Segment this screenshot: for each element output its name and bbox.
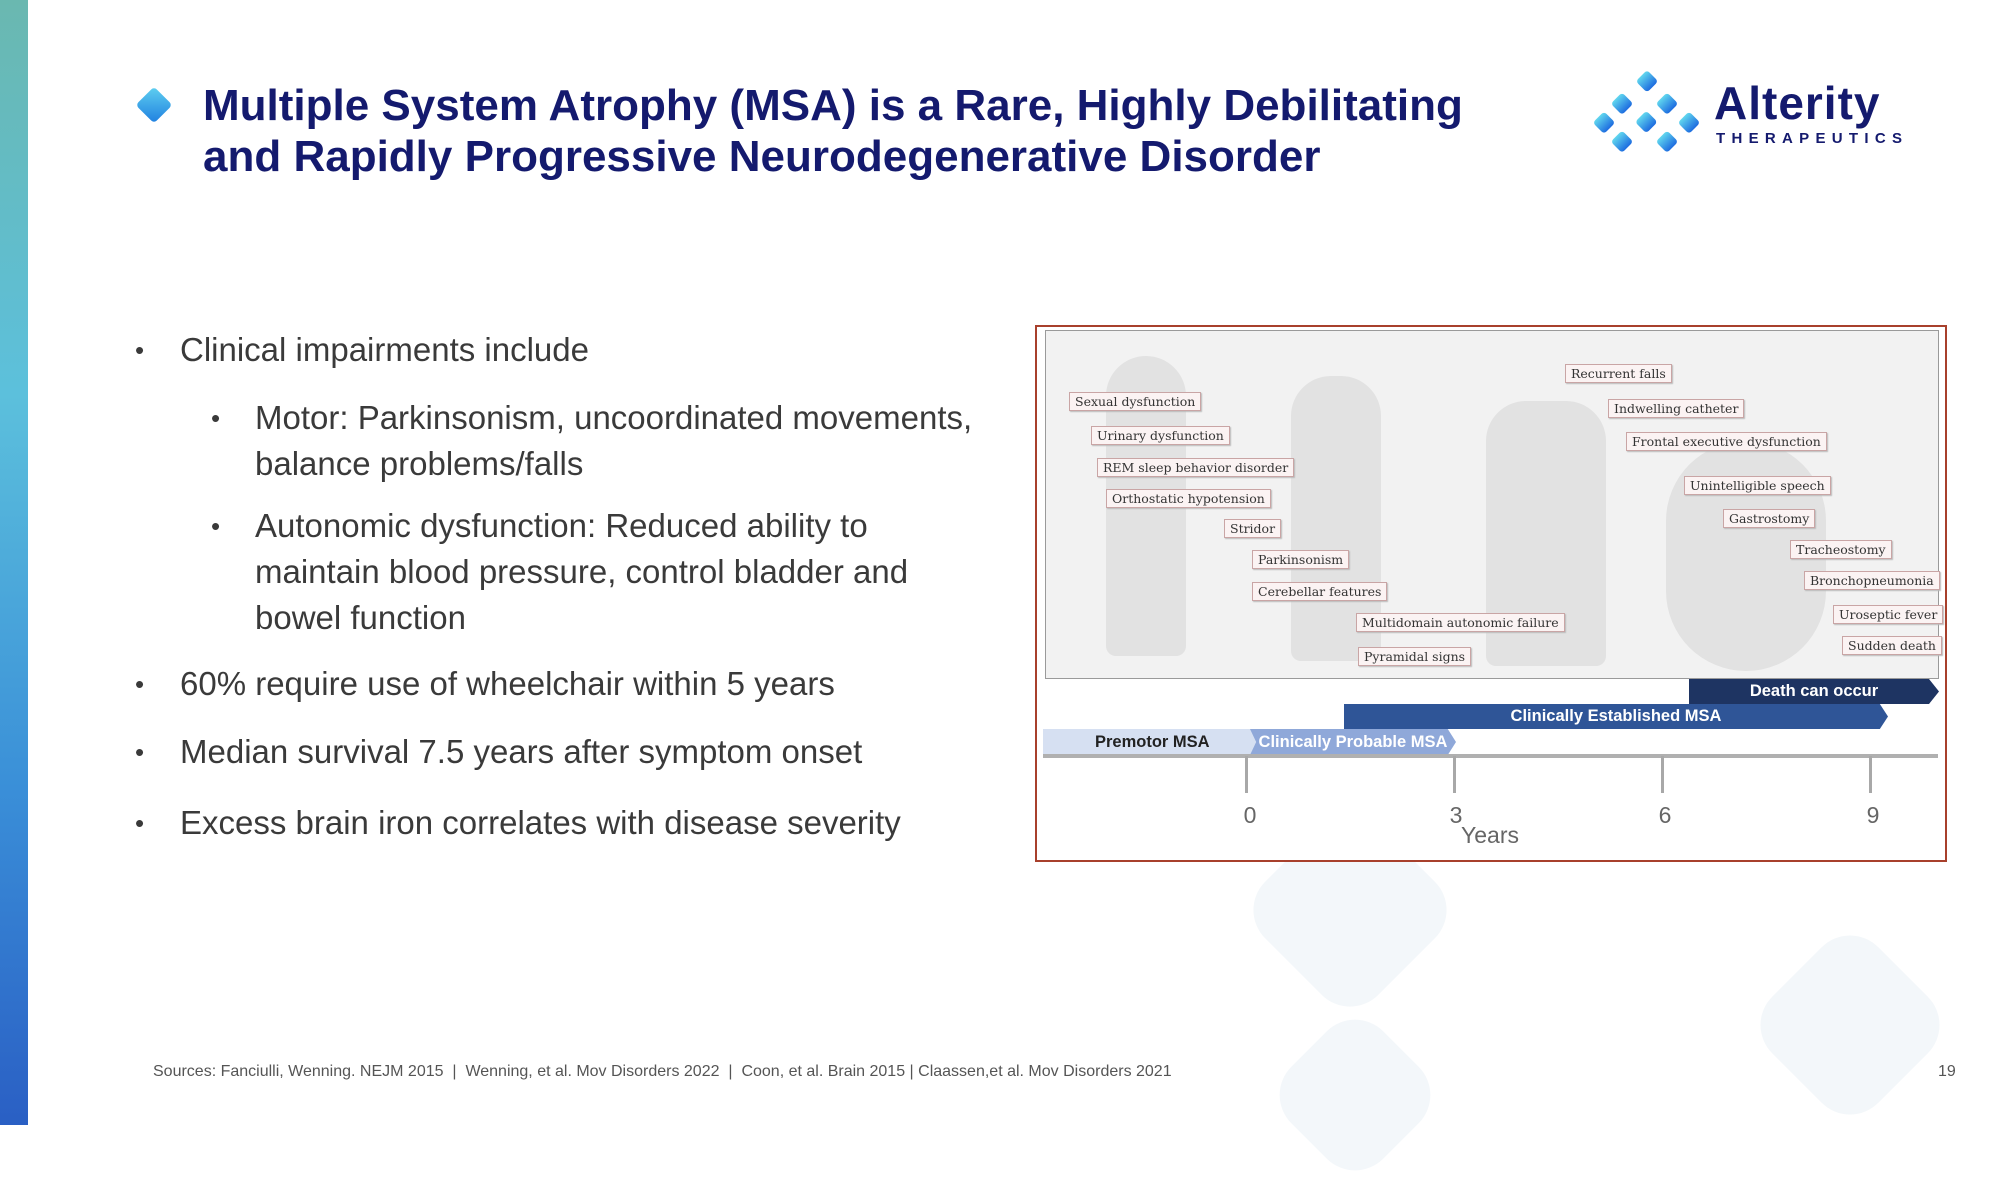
symptom-label: Indwelling catheter <box>1608 399 1745 418</box>
symptom-label: Tracheostomy <box>1790 540 1892 559</box>
sub-bullet-item: • Motor: Parkinsonism, uncoordinated move… <box>211 395 973 487</box>
symptom-label: Bronchopneumonia <box>1804 571 1940 590</box>
bullet-text: bowel function <box>255 599 466 636</box>
alterity-logo: Alterity THERAPEUTICS <box>1592 70 1912 152</box>
symptom-label: Parkinsonism <box>1252 550 1350 569</box>
bullet-text: Clinical impairments include <box>180 331 589 368</box>
tick-label: 6 <box>1658 802 1672 828</box>
tick-label: 9 <box>1866 802 1880 828</box>
stage-clinically-probable: Clinically Probable MSA <box>1250 729 1456 755</box>
bullet-item: • Median survival 7.5 years after symptom… <box>135 729 863 775</box>
bullet-text: Motor: Parkinsonism, uncoordinated movem… <box>255 399 973 436</box>
sources-footnote: Sources: Fanciulli, Wenning. NEJM 2015 |… <box>153 1063 1172 1080</box>
tick-label: 3 <box>1449 802 1463 828</box>
symptom-label: Frontal executive dysfunction <box>1626 432 1827 451</box>
bullet-text: Excess brain iron correlates with diseas… <box>180 804 901 841</box>
bullet-text: Autonomic dysfunction: Reduced ability t… <box>255 507 868 544</box>
stage-premotor: Premotor MSA <box>1043 729 1263 755</box>
bullet-item: • Excess brain iron correlates with disea… <box>135 800 901 846</box>
symptom-label: Sexual dysfunction <box>1069 392 1202 411</box>
logo-subtitle: THERAPEUTICS <box>1716 130 1909 147</box>
watermark-shape <box>1263 1003 1447 1187</box>
bullet-text: 60% require use of wheelchair within 5 y… <box>180 665 835 702</box>
logo-mark-icon <box>1594 71 1699 152</box>
left-accent-bar <box>0 0 28 1125</box>
stage-death-can-occur: Death can occur <box>1689 679 1939 704</box>
bullet-item: • 60% require use of wheelchair within 5 … <box>135 661 835 707</box>
symptom-label: Sudden death <box>1842 636 1942 655</box>
page-title: Multiple System Atrophy (MSA) is a Rare,… <box>203 80 1563 182</box>
tick-label: 0 <box>1243 802 1257 828</box>
axis-tick <box>1869 756 1872 793</box>
symptom-label: Uroseptic fever <box>1833 605 1944 624</box>
sub-bullet-item: • Autonomic dysfunction: Reduced ability … <box>211 503 909 641</box>
bullet-dot: • <box>135 335 145 365</box>
symptom-label: Cerebellar features <box>1252 582 1388 601</box>
symptom-label: Stridor <box>1224 519 1282 538</box>
bullet-text: maintain blood pressure, control bladder… <box>255 553 909 590</box>
symptom-label: Recurrent falls <box>1565 364 1672 383</box>
bullet-text: balance problems/falls <box>255 445 584 482</box>
axis-tick <box>1453 756 1456 793</box>
stage-label: Death can occur <box>1749 682 1879 700</box>
bullet-dot: • <box>211 403 221 433</box>
watermark-shape <box>1743 918 1957 1132</box>
symptom-label: REM sleep behavior disorder <box>1097 458 1295 477</box>
bullet-dot: • <box>135 669 145 699</box>
axis-label: Years <box>1461 822 1519 848</box>
stage-label: Clinically Probable MSA <box>1258 732 1448 751</box>
bullet-item: • Clinical impairments include <box>135 327 589 373</box>
symptom-label: Unintelligible speech <box>1684 476 1831 495</box>
bullet-dot: • <box>135 808 145 838</box>
stage-clinically-established: Clinically Established MSA <box>1344 704 1888 729</box>
title-line: Multiple System Atrophy (MSA) is a Rare,… <box>203 81 1463 130</box>
logo-wordmark: Alterity <box>1714 77 1881 129</box>
title-line: and Rapidly Progressive Neurodegenerativ… <box>203 132 1321 181</box>
symptom-label: Gastrostomy <box>1723 509 1816 528</box>
axis-tick <box>1245 756 1248 793</box>
stage-label: Premotor MSA <box>1095 732 1210 751</box>
bullet-dot: • <box>135 737 145 767</box>
bullet-dot: • <box>211 511 221 541</box>
symptom-label: Orthostatic hypotension <box>1106 489 1271 508</box>
page-number: 19 <box>1938 1063 1956 1080</box>
symptom-label: Pyramidal signs <box>1358 647 1472 666</box>
symptom-label: Urinary dysfunction <box>1091 426 1230 445</box>
symptom-label: Multidomain autonomic failure <box>1356 613 1565 632</box>
stage-label: Clinically Established MSA <box>1510 707 1722 725</box>
diamond-icon <box>135 86 173 124</box>
bullet-text: Median survival 7.5 years after symptom … <box>180 733 863 770</box>
timeline-axis <box>1043 754 1938 758</box>
axis-tick <box>1661 756 1664 793</box>
